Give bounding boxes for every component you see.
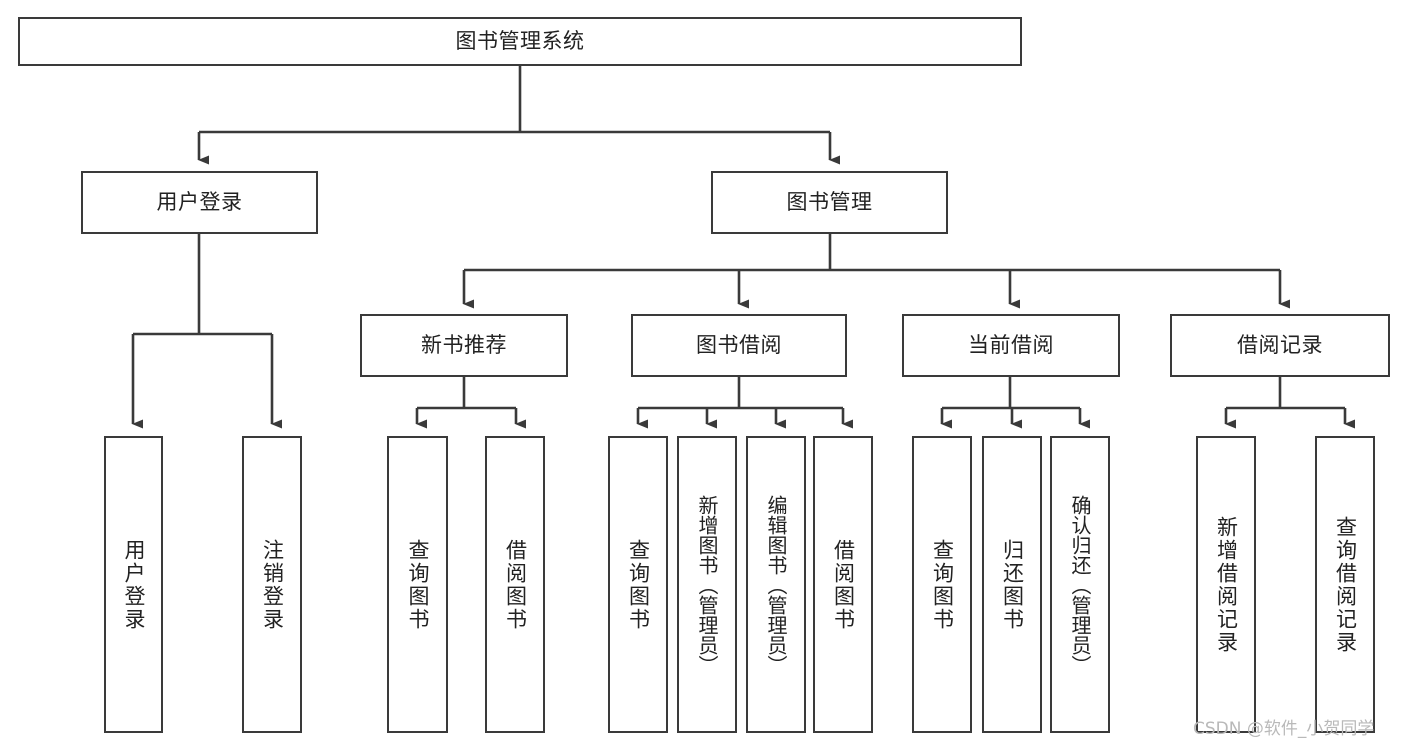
- node-current-borrow[interactable]: 当前借阅: [902, 314, 1120, 377]
- node-leaf-return-book[interactable]: 归还图书: [982, 436, 1042, 733]
- node-borrow-record-label: 借阅记录: [1237, 333, 1323, 358]
- node-borrow-record[interactable]: 借阅记录: [1170, 314, 1390, 377]
- node-leaf-user-logout[interactable]: 注销登录: [242, 436, 302, 733]
- node-leaf-user-login[interactable]: 用户登录: [104, 436, 163, 733]
- node-leaf-query-book-2-label: 查询图书: [626, 538, 651, 631]
- node-leaf-add-record-label: 新增借阅记录: [1214, 515, 1239, 654]
- node-leaf-return-book-label: 归还图书: [1000, 538, 1025, 631]
- node-leaf-add-book-label: 新增图书（管理员）: [695, 494, 719, 675]
- node-leaf-add-record[interactable]: 新增借阅记录: [1196, 436, 1256, 733]
- node-leaf-confirm-return[interactable]: 确认归还（管理员）: [1050, 436, 1110, 733]
- node-book-borrow-label: 图书借阅: [696, 333, 782, 358]
- node-current-borrow-label: 当前借阅: [968, 333, 1054, 358]
- node-leaf-query-book-1-label: 查询图书: [405, 538, 430, 631]
- node-root[interactable]: 图书管理系统: [18, 17, 1022, 66]
- node-book-manage-label: 图书管理: [786, 190, 873, 215]
- node-book-manage[interactable]: 图书管理: [711, 171, 948, 234]
- node-leaf-query-book-2[interactable]: 查询图书: [608, 436, 668, 733]
- node-leaf-query-record-label: 查询借阅记录: [1333, 515, 1358, 654]
- node-book-borrow[interactable]: 图书借阅: [631, 314, 847, 377]
- node-leaf-add-book[interactable]: 新增图书（管理员）: [677, 436, 737, 733]
- node-leaf-user-logout-label: 注销登录: [260, 538, 285, 631]
- node-leaf-query-book-3[interactable]: 查询图书: [912, 436, 972, 733]
- node-leaf-borrow-book-1[interactable]: 借阅图书: [485, 436, 545, 733]
- node-leaf-edit-book[interactable]: 编辑图书（管理员）: [746, 436, 806, 733]
- node-leaf-query-book-3-label: 查询图书: [930, 538, 955, 631]
- node-user-login-label: 用户登录: [156, 190, 243, 215]
- node-leaf-query-record[interactable]: 查询借阅记录: [1315, 436, 1375, 733]
- node-leaf-edit-book-label: 编辑图书（管理员）: [764, 494, 788, 675]
- node-root-label: 图书管理系统: [455, 29, 585, 54]
- node-leaf-confirm-return-label: 确认归还（管理员）: [1068, 494, 1092, 675]
- node-leaf-borrow-book-2[interactable]: 借阅图书: [813, 436, 873, 733]
- node-leaf-borrow-book-2-label: 借阅图书: [831, 538, 856, 631]
- node-new-book-rec-label: 新书推荐: [421, 333, 507, 358]
- node-leaf-query-book-1[interactable]: 查询图书: [387, 436, 448, 733]
- node-new-book-rec[interactable]: 新书推荐: [360, 314, 568, 377]
- node-leaf-user-login-label: 用户登录: [121, 538, 146, 631]
- node-user-login[interactable]: 用户登录: [81, 171, 318, 234]
- node-leaf-borrow-book-1-label: 借阅图书: [503, 538, 528, 631]
